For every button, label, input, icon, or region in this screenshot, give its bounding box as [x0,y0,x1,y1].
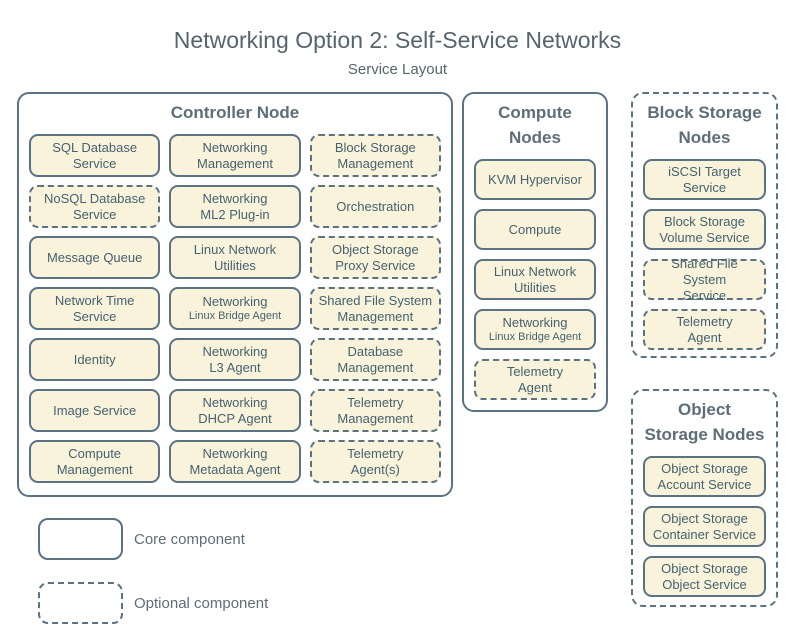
service-box: Image Service [29,389,161,432]
service-box: Networking Management [169,134,301,177]
service-box: SQL Database Service [29,134,161,177]
service-label: Image Service [53,402,137,418]
legend-core-label: Core component [134,530,245,548]
service-label: Linux Network Utilities [493,263,577,295]
service-label: Networking Metadata Agent [189,445,281,477]
controller-node-heading: Controller Node [170,103,300,122]
service-box: Shared File System Service [643,256,766,303]
service-sublabel: Linux Bridge Agent [188,310,282,322]
service-label: Compute [508,221,562,237]
service-box: Telemetry Agent [643,309,766,350]
service-label: Message Queue [46,249,143,265]
service-box: Block Storage Volume Service [643,209,766,250]
service-box: Network Time Service [29,287,161,330]
service-label: SQL Database Service [52,139,138,171]
service-label: Networking [502,315,568,330]
service-sublabel: Linux Bridge Agent [488,331,582,343]
service-box: Networking ML2 Plug-in [169,185,301,228]
service-box: Compute [474,209,596,250]
service-label: Telemetry Agent [676,313,733,345]
service-label: Shared File System Management [318,292,433,324]
service-label: Networking ML2 Plug-in [200,190,270,222]
diagram-subtitle: Service Layout [347,61,448,78]
service-label: Object Storage Account Service [657,460,752,492]
service-box: Object Storage Container Service [643,506,766,547]
service-box: Object Storage Account Service [643,456,766,497]
service-label: Shared File System Service [671,255,738,303]
service-box: Networking DHCP Agent [169,389,301,432]
service-box: Shared File System Management [309,287,441,330]
service-label: Object Storage Proxy Service [331,241,419,273]
service-box: Linux Network Utilities [169,236,301,279]
service-label: Linux Network Utilities [193,241,277,273]
service-label: Block Storage Management [334,139,416,171]
service-box: KVM Hypervisor [474,159,596,200]
service-label: NoSQL Database Service [43,190,146,222]
service-label: Identity [73,351,116,367]
service-label: Compute Management [56,445,133,477]
service-box: Telemetry Agent [474,359,596,400]
service-label: Telemetry Agent(s) [347,445,404,477]
service-box: Linux Network Utilities [474,259,596,300]
service-box: iSCSI Target Service [643,159,766,200]
object-storage-nodes-heading: Object Storage Nodes [644,400,765,444]
service-box: Telemetry Agent(s) [309,440,441,483]
service-box: Database Management [309,338,441,381]
service-box: Compute Management [29,440,161,483]
compute-nodes-heading: Compute Nodes [498,103,572,147]
service-label: Networking [202,294,268,309]
block-storage-nodes-heading: Block Storage Nodes [647,103,762,147]
service-box: Identity [29,338,161,381]
legend-optional-row: Optional component [38,582,268,624]
service-label: Networking L3 Agent [202,343,268,375]
service-label: Block Storage Volume Service [659,213,750,245]
service-label: KVM Hypervisor [488,171,582,187]
service-box: NoSQL Database Service [29,185,161,228]
service-label: Database Management [337,343,414,375]
service-box: Orchestration [309,185,441,228]
service-box: Networking Metadata Agent [169,440,301,483]
legend-core-row: Core component [38,518,245,560]
service-box: Telemetry Management [309,389,441,432]
service-label: Networking DHCP Agent [198,394,272,426]
diagram-title: Networking Option 2: Self-Service Networ… [173,27,622,53]
service-label: Orchestration [336,198,415,214]
service-box: Object Storage Object Service [643,556,766,597]
service-box: Block Storage Management [309,134,441,177]
service-label: Object Storage Container Service [652,510,757,542]
service-label: Object Storage Object Service [661,560,748,592]
service-label: Network Time Service [54,292,135,324]
service-label: iSCSI Target Service [668,163,741,195]
block-storage-nodes-group: Block Storage Nodes iSCSI Target Service… [631,92,778,358]
service-label: Telemetry Agent [506,363,564,395]
core-component-swatch [38,518,123,560]
object-storage-nodes-group: Object Storage Nodes Object Storage Acco… [631,389,778,607]
service-box: Object Storage Proxy Service [309,236,441,279]
service-label: Networking Management [197,139,273,171]
service-label: Telemetry Management [337,394,414,426]
service-box: Message Queue [29,236,161,279]
controller-service-grid: SQL Database Service Networking Managemen… [29,134,441,483]
legend-optional-label: Optional component [134,594,269,612]
service-box: Networking L3 Agent [169,338,301,381]
optional-component-swatch [38,582,123,624]
